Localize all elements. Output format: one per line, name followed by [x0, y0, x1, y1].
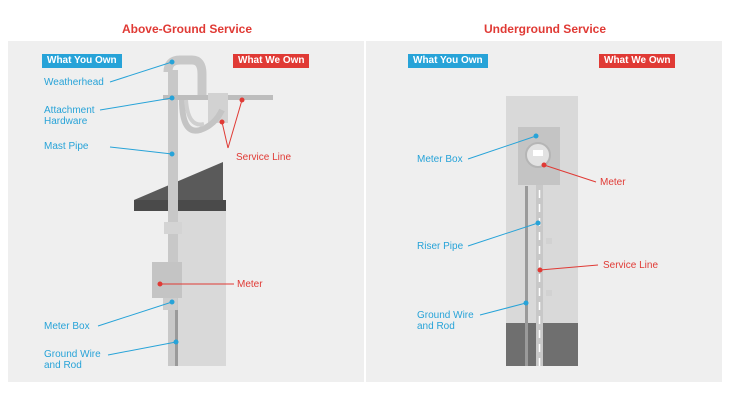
under-blue-leaders — [467, 133, 541, 316]
under-what-you-own-tag: What You Own — [408, 54, 488, 68]
underground-house — [506, 96, 578, 366]
label-meter-box-under: Meter Box — [417, 154, 463, 165]
label-meter-box-above: Meter Box — [44, 321, 90, 332]
label-meter-under: Meter — [600, 177, 626, 188]
above-what-we-own-tag: What We Own — [233, 54, 310, 68]
under-what-we-own-tag: What We Own — [599, 54, 676, 68]
above-what-you-own-tag: What You Own — [42, 54, 122, 68]
mast-assembly — [152, 55, 273, 366]
label-meter-above: Meter — [237, 279, 263, 290]
label-weatherhead: Weatherhead — [44, 77, 104, 88]
above-red-leaders — [157, 97, 245, 287]
under-red-leaders — [537, 162, 599, 273]
label-ground-wire-above: Ground Wire and Rod — [44, 349, 101, 371]
label-service-line-under: Service Line — [603, 260, 659, 271]
above-ground-title: Above-Ground Service — [121, 22, 253, 36]
label-attachment-hardware: Attachment Hardware — [44, 105, 95, 127]
above-blue-leaders — [97, 59, 179, 356]
label-mast-pipe: Mast Pipe — [44, 141, 89, 152]
label-service-line-above: Service Line — [236, 152, 292, 163]
meter-box-above — [152, 262, 182, 298]
weatherhead — [163, 55, 207, 96]
mast-pipe — [168, 70, 178, 366]
label-ground-wire-under: Ground Wire and Rod — [417, 310, 474, 332]
underground-title: Underground Service — [483, 22, 607, 36]
label-riser-pipe: Riser Pipe — [417, 241, 464, 252]
roof — [134, 162, 223, 210]
